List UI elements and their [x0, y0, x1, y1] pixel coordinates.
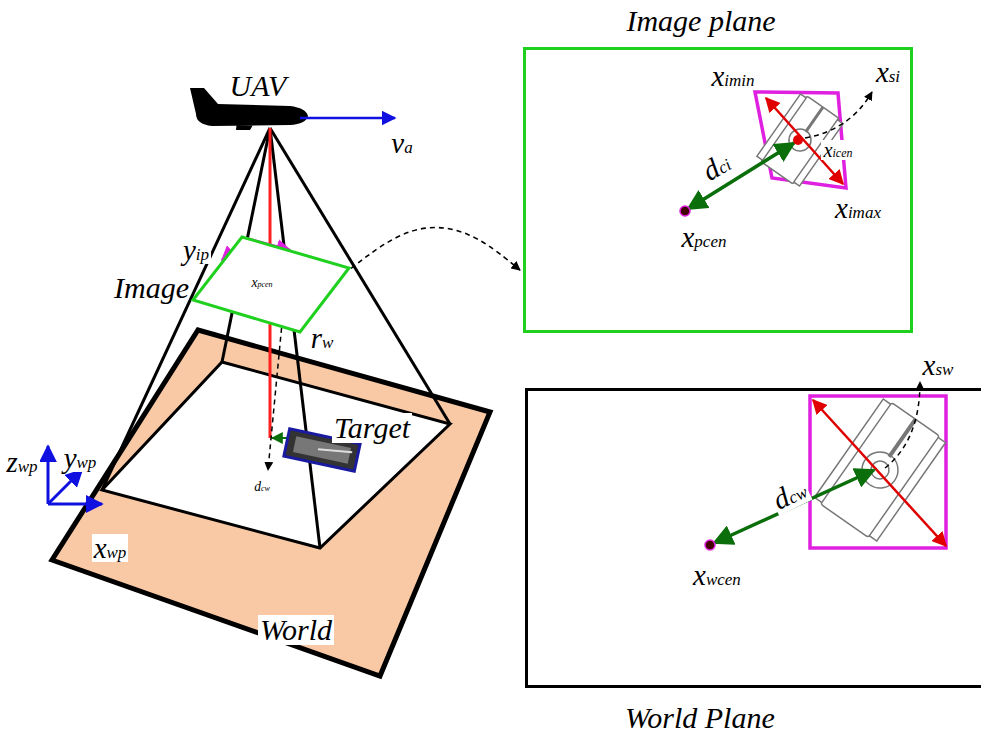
velocity-arrow [300, 117, 395, 120]
world-size-arrow [813, 400, 946, 546]
symbol-label: zwp [4, 448, 39, 477]
part-label: Target [332, 413, 412, 443]
image-centre-dot [680, 206, 690, 216]
symbol-label: xwp [92, 534, 129, 563]
world-bounding-box [810, 396, 946, 548]
symbol-label: xwcen [691, 561, 743, 590]
size-leader [805, 92, 872, 138]
camera-frustum [102, 128, 450, 548]
world-centre-dot [705, 540, 715, 550]
symbol-label: xsw [921, 351, 956, 380]
symbol-label: yip [181, 236, 211, 265]
image-distance-arrow [688, 143, 794, 209]
symbol-label: ximax [833, 194, 883, 223]
symbol-label: ywp [62, 444, 99, 473]
symbol-label: rw [309, 324, 336, 353]
symbol-label: ximin [709, 62, 756, 91]
plane-panel: World Plane [525, 388, 981, 688]
symbol-label: xsi [874, 58, 902, 87]
world-floor [102, 362, 450, 548]
symbol-label: dcw [252, 480, 272, 494]
image-footprint-quad [193, 237, 349, 332]
plane-heading: Image plane [626, 6, 775, 36]
part-label: World [258, 615, 334, 645]
symbol-label: xicen [821, 140, 854, 160]
world-tank [813, 397, 946, 542]
part-label: UAV [228, 71, 289, 101]
symbol-label: va [389, 129, 414, 158]
projection-connector [351, 228, 520, 271]
symbol-label: xpcen [680, 223, 729, 252]
world-size-leader [885, 382, 920, 468]
plane-heading: World Plane [625, 703, 775, 733]
symbol-label: dci [695, 146, 736, 186]
target-centre-dot [793, 135, 803, 145]
symbol-label: dcw [767, 473, 813, 515]
world-distance-arrow [714, 470, 874, 543]
symbol-label: xpcen [249, 276, 274, 290]
plane-heading: Image [114, 273, 189, 303]
